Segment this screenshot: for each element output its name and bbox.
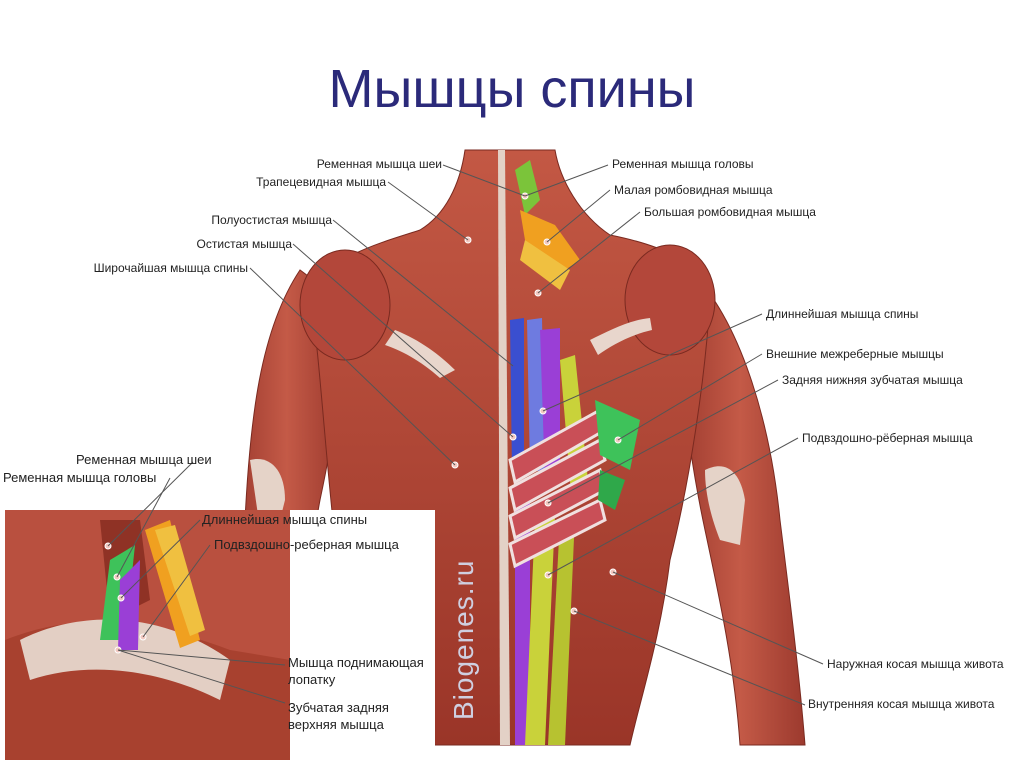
inset-label-levator-scapulae-line2: лопатку — [288, 672, 336, 687]
label-rhomboid-major: Большая ромбовидная мышца — [644, 205, 816, 219]
label-splenius-cervicis: Ременная мышца шеи — [316, 157, 442, 171]
label-external-intercostal: Внешние межреберные мышцы — [766, 347, 944, 361]
label-latissimus: Широчайшая мышца спины — [93, 261, 248, 275]
inset-label-serratus-posterior-superior-line2: верхняя мышца — [288, 717, 384, 732]
label-semispinalis: Полуостистая мышца — [211, 213, 332, 227]
label-internal-oblique: Внутренняя косая мышца живота — [808, 697, 995, 711]
label-serratus-posterior-inferior: Задняя нижняя зубчатая мышца — [782, 373, 963, 387]
neck-inset — [5, 510, 435, 760]
label-longissimus: Длиннейшая мышца спины — [766, 307, 919, 321]
label-rhomboid-minor: Малая ромбовидная мышца — [614, 183, 773, 197]
label-trapezius: Трапецевидная мышца — [256, 175, 386, 189]
label-external-oblique: Наружная косая мышца живота — [827, 657, 1004, 671]
inset-label-serratus-posterior-superior-line1: Зубчатая задняя — [288, 700, 389, 715]
leader-lines — [107, 164, 824, 706]
label-iliocostalis: Подвздошно-рёберная мышца — [802, 431, 973, 445]
inset-label-splenius-capitis: Ременная мышца головы — [3, 470, 157, 485]
slide-title: Мышцы спины — [328, 59, 696, 119]
label-splenius-capitis: Ременная мышца головы — [612, 157, 754, 171]
inset-label-iliocostalis: Подвздошно-реберная мышца — [214, 537, 399, 552]
inset-label-longissimus: Длиннейшая мышца спины — [202, 512, 368, 527]
label-spinalis: Остистая мышца — [196, 237, 292, 251]
inset-label-splenius-cervicis: Ременная мышца шеи — [76, 452, 212, 467]
watermark: Biogenes.ru — [448, 559, 479, 720]
inset-label-levator-scapulae-line1: Мышца поднимающая — [288, 655, 424, 670]
